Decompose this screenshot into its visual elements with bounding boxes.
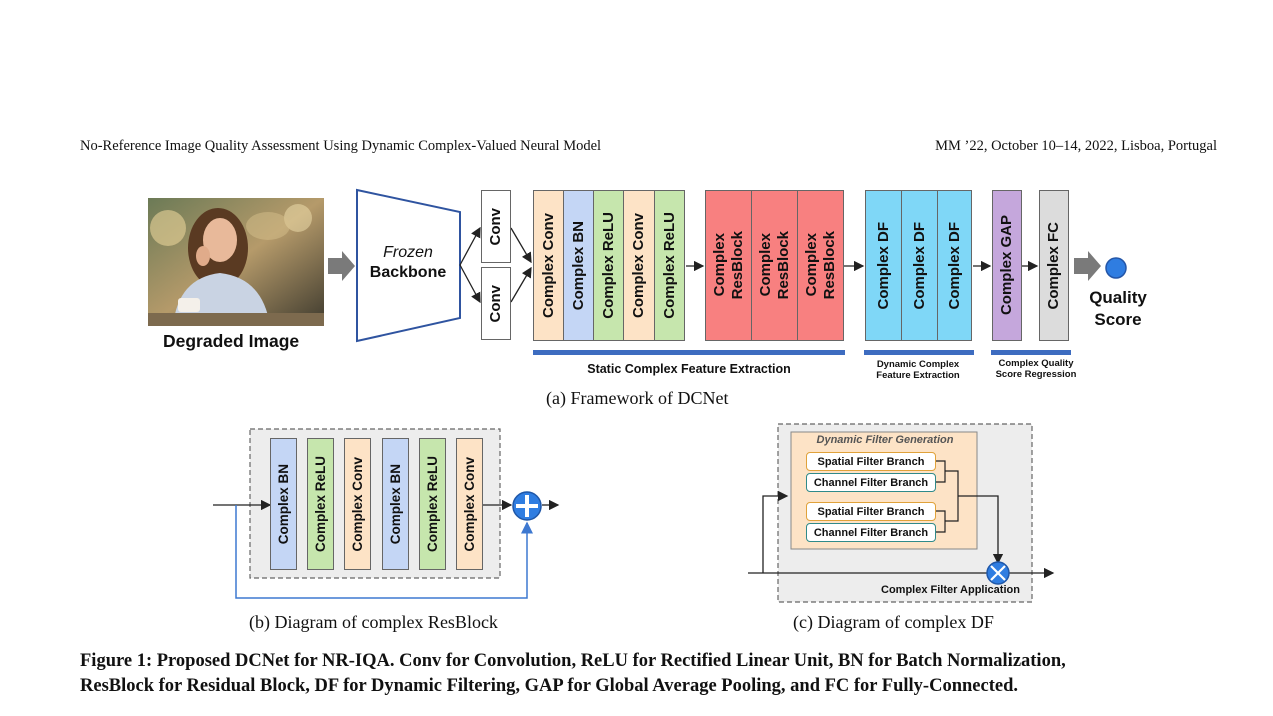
resblock-1: Complex ResBlock [705,190,752,341]
subfigure-caption-c: (c) Diagram of complex DF [793,612,994,632]
resblock-inner-label: Complex ReLU [312,455,328,553]
gap-block: Complex GAP [992,190,1022,341]
group-bar-regression [991,350,1071,355]
conv-block-bottom-label: Conv [487,284,504,323]
static-block-label: Complex ReLU [660,212,678,319]
backbone-label-line1: Frozen [383,244,433,261]
subfigure-caption-b: (b) Diagram of complex ResBlock [249,612,498,632]
df-block-1: Complex DF [865,190,902,341]
resblock-inner-complex-conv-2: Complex Conv [456,438,483,570]
fc-block: Complex FC [1039,190,1069,341]
group-bar-dynamic [864,350,974,355]
group-label-regression-line1: Complex Quality [998,358,1074,369]
channel-filter-branch-2: Channel Filter Branch [806,523,936,542]
subfigure-caption-a: (a) Framework of DCNet [546,388,729,408]
group-label-dynamic-line2: Feature Extraction [876,370,960,381]
resblock-inner-label: Complex BN [387,463,403,545]
figure-caption-line1: Figure 1: Proposed DCNet for NR-IQA. Con… [80,651,1066,671]
resblock-inner-label: Complex ReLU [424,455,440,553]
quality-score-label-line2: Score [1094,310,1142,329]
group-label-static: Static Complex Feature Extraction [587,362,791,376]
spatial-filter-branch-1: Spatial Filter Branch [806,452,936,471]
static-block-complex-relu-1: Complex ReLU [593,190,624,341]
resblock-inner-label: Complex Conv [349,456,365,552]
static-block-label: Complex BN [569,220,587,311]
conv-block-bottom: Conv [481,267,511,340]
static-block-label: Complex ReLU [599,212,617,319]
resblock-label: Complex ResBlock [710,231,746,300]
spatial-filter-branch-2: Spatial Filter Branch [806,502,936,521]
static-block-complex-bn: Complex BN [563,190,594,341]
resblock-label: Complex ResBlock [756,231,792,300]
degraded-image [148,198,324,326]
static-block-complex-conv-1: Complex Conv [533,190,564,341]
output-arrow [1074,251,1101,281]
df-block-label: Complex DF [945,221,963,310]
static-block-complex-relu-2: Complex ReLU [654,190,685,341]
static-block-complex-conv-2: Complex Conv [623,190,655,341]
resblock-inner-complex-relu-1: Complex ReLU [307,438,334,570]
group-bar-static [533,350,845,355]
resblock-inner-complex-relu-2: Complex ReLU [419,438,446,570]
resblock-inner-complex-bn-1: Complex BN [270,438,297,570]
group-label-dynamic-line1: Dynamic Complex [876,359,960,370]
df-block-3: Complex DF [937,190,972,341]
running-header-left: No-Reference Image Quality Assessment Us… [80,138,602,154]
static-block-label: Complex Conv [539,212,557,318]
resblock-2: Complex ResBlock [751,190,798,341]
fc-block-label: Complex FC [1045,221,1062,310]
group-label-regression-line2: Score Regression [995,369,1077,380]
channel-filter-branch-1: Channel Filter Branch [806,473,936,492]
resblock-inner-label: Complex BN [275,463,291,545]
gap-block-label: Complex GAP [998,215,1015,316]
quality-score-label-line1: Quality [1089,288,1147,307]
df-block-label: Complex DF [910,221,928,310]
backbone-label-line2: Backbone [369,264,447,281]
dynamic-filter-generation-title: Dynamic Filter Generation [816,434,954,446]
complex-filter-application-label: Complex Filter Application [881,584,1020,596]
figure-caption-line2: ResBlock for Residual Block, DF for Dyna… [80,676,1018,696]
static-block-label: Complex Conv [630,212,647,318]
df-block-2: Complex DF [901,190,938,341]
resblock-3: Complex ResBlock [797,190,844,341]
resblock-inner-complex-bn-2: Complex BN [382,438,409,570]
df-block-label: Complex DF [874,221,892,310]
degraded-image-label: Degraded Image [163,331,300,351]
backbone-shape [356,188,461,343]
quality-score-node [1105,257,1127,279]
input-arrow [328,251,355,281]
running-header-right: MM ’22, October 10–14, 2022, Lisboa, Por… [935,138,1217,154]
resblock-label: Complex ResBlock [802,231,838,300]
resblock-inner-label: Complex Conv [461,456,477,552]
conv-block-top: Conv [481,190,511,263]
resblock-inner-complex-conv-1: Complex Conv [344,438,371,570]
conv-block-top-label: Conv [487,207,504,246]
